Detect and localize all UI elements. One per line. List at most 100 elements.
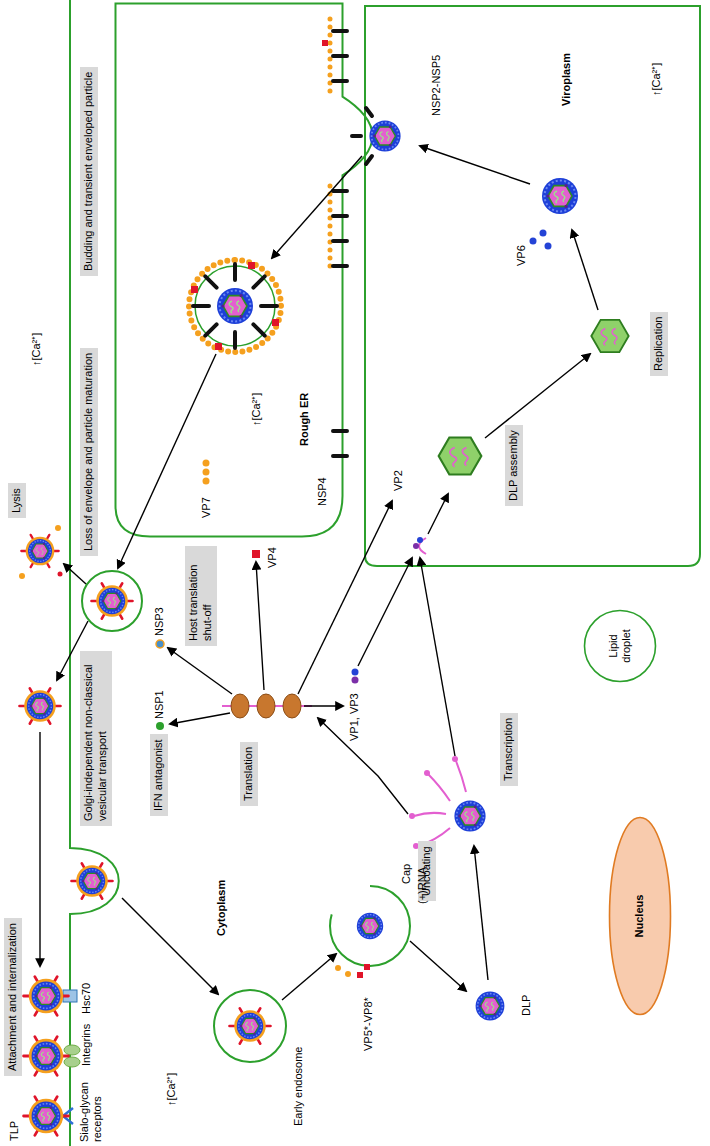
step-box: Host translation shut-off	[185, 546, 217, 646]
illustration-part	[572, 230, 598, 310]
vp1-vp3-symbol	[352, 669, 359, 684]
node-text: Attachment and internalization	[6, 923, 20, 1071]
illustration-part	[298, 501, 392, 694]
illustration-part	[55, 525, 61, 531]
illustration-part	[203, 469, 210, 476]
protein-label: NSP4	[316, 477, 329, 506]
node-text: IFN antagonist	[152, 739, 166, 811]
illustration-part	[358, 558, 412, 666]
calcium-label: ↑[Ca²⁺]	[650, 63, 663, 96]
protein-label: VP5*-VP8*	[362, 997, 375, 1051]
transcribing-dlp	[454, 800, 485, 831]
step-box: Golgi-independent non-classical vesicula…	[80, 651, 112, 826]
node-text: DLP assembly	[507, 430, 521, 501]
node-text: Host translation shut-off	[187, 551, 215, 641]
illustration-part	[413, 543, 419, 549]
vp6-symbol	[530, 230, 552, 250]
illustration-part	[335, 965, 341, 971]
rna-label: (+)RNA	[416, 867, 429, 904]
released-outer-proteins	[335, 964, 370, 978]
tlp-particle	[24, 1037, 69, 1076]
process-arrows	[40, 146, 598, 1000]
node-text: Transcription	[502, 718, 516, 781]
illustration-part	[118, 6, 370, 534]
protein-label: VP1, VP3	[348, 693, 361, 741]
vp4-symbol	[252, 550, 260, 558]
internalized-tlp	[71, 863, 112, 898]
endosomal-tlp	[229, 1008, 270, 1043]
illustration-part	[283, 694, 301, 718]
vp7-symbol	[203, 460, 210, 485]
uncoated-dlp	[357, 913, 383, 939]
protein-label: VP6	[515, 245, 528, 266]
receptor-label: Sialo-glycan receptors	[78, 1070, 104, 1142]
illustration-part	[122, 898, 218, 994]
particle-label: TLP	[8, 1121, 21, 1141]
illustration-part	[352, 677, 359, 684]
nucleus: Nucleus	[608, 816, 672, 1016]
illustration-part	[545, 243, 552, 250]
illustration-part	[474, 846, 488, 980]
protein-label: NSP2-NSP5	[430, 55, 443, 116]
transport-vesicle	[82, 571, 142, 631]
illustration-part	[203, 460, 210, 467]
illustration-part	[21, 535, 58, 567]
protein-label: VP2	[392, 470, 405, 491]
vp4-symbol	[322, 40, 328, 46]
illustration-part	[420, 146, 530, 184]
illustration-part	[345, 971, 351, 977]
nsp4-symbol	[352, 108, 372, 164]
uncoating-vesicle	[330, 886, 410, 966]
illustration-part	[456, 761, 466, 792]
vp7-layer	[328, 14, 333, 266]
tlp-particle	[24, 1097, 69, 1136]
step-box: Attachment and internalization	[4, 918, 22, 1076]
receptor-label: Hsc70	[80, 983, 93, 1014]
enveloped-particle	[189, 260, 281, 352]
region-label: Viroplasm	[560, 53, 573, 106]
dlp-particle	[476, 992, 505, 1021]
circle-outline	[585, 611, 656, 682]
illustration-part	[530, 238, 537, 245]
illustration-part	[19, 573, 25, 579]
illustration-part	[282, 954, 336, 1000]
illustration-part	[231, 694, 249, 718]
illustration-part	[318, 718, 408, 814]
illustration-part	[364, 964, 370, 970]
early-endosome	[214, 990, 286, 1062]
illustration-part	[417, 537, 423, 543]
illustration-part	[357, 972, 363, 978]
illustration-part	[540, 230, 547, 237]
illustration-part	[428, 494, 448, 534]
illustration-part	[58, 572, 63, 577]
ellipse-outline	[610, 818, 671, 1015]
illustration-part	[428, 774, 450, 801]
node-text: Golgi-independent non-classical vesicula…	[82, 656, 110, 821]
protein-label: VP4	[266, 547, 279, 568]
node-text: Loss of envelope and particle maturation	[82, 353, 96, 551]
step-box: Budding and transient enveloped particle	[80, 67, 98, 276]
calcium-label: ↑[Ca²⁺]	[165, 1073, 178, 1106]
region-label: Rough ER	[298, 393, 311, 446]
nsp1-symbol	[156, 722, 164, 730]
illustration-part	[257, 694, 275, 718]
illustration-part	[118, 6, 370, 534]
step-box: Loss of envelope and particle maturation	[80, 348, 98, 556]
illustration-part	[352, 669, 359, 676]
mrna-cap	[409, 756, 458, 849]
illustration-part	[170, 713, 230, 724]
nsp3-symbol	[156, 640, 164, 648]
step-box: IFN antagonist	[150, 734, 168, 816]
assembling-core	[439, 438, 482, 475]
node-text: Replication	[652, 317, 666, 371]
node-text: Budding and transient enveloped particle	[82, 72, 96, 271]
vp1-vp3-symbol	[413, 537, 423, 549]
tlp-particle	[24, 977, 69, 1016]
illustration-part	[256, 562, 264, 690]
node-text: Lipid droplet	[607, 620, 633, 672]
step-box: Lysis	[8, 483, 26, 518]
mature-tlp	[91, 583, 132, 618]
illustration-part	[485, 354, 590, 438]
ribosome	[231, 694, 301, 718]
